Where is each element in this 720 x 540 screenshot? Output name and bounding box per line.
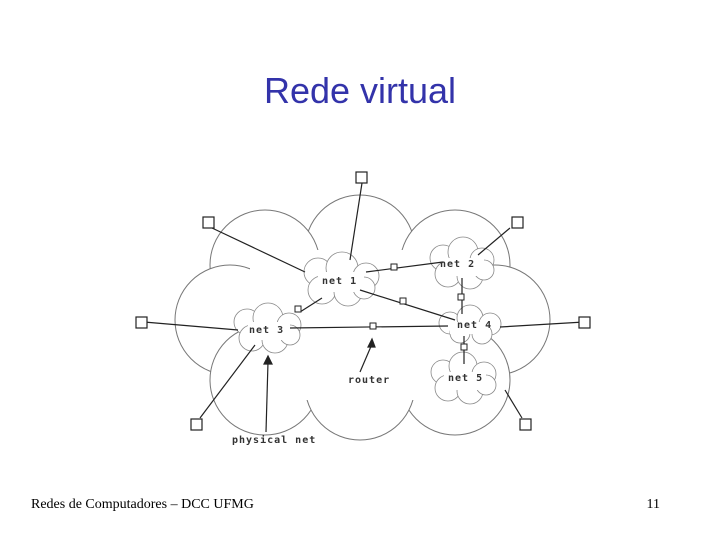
router-label: router: [348, 375, 390, 386]
router-net1-net2: [391, 264, 397, 270]
net-1-label: net 1: [322, 276, 357, 287]
host-left: [136, 317, 147, 328]
router-net2-net4: [458, 294, 464, 300]
router-net1-net4: [400, 298, 406, 304]
physical-net-label: physical net: [232, 434, 316, 446]
host-upper-right: [512, 217, 523, 228]
host-lower-left: [191, 419, 202, 430]
net-3-label: net 3: [249, 325, 284, 336]
net-5-label: net 5: [448, 373, 483, 384]
router-net1-net3: [295, 306, 301, 312]
host-lower-right: [520, 419, 531, 430]
host-top: [356, 172, 367, 183]
page-number: 11: [640, 497, 660, 513]
net-4-label: net 4: [457, 320, 492, 331]
net-2-label: net 2: [440, 259, 475, 270]
footer-course: Redes de Computadores – DCC UFMG: [31, 497, 254, 513]
router-net4-net5: [461, 344, 467, 350]
router-net3-net4: [370, 323, 376, 329]
host-right: [579, 317, 590, 328]
host-upper-left: [203, 217, 214, 228]
